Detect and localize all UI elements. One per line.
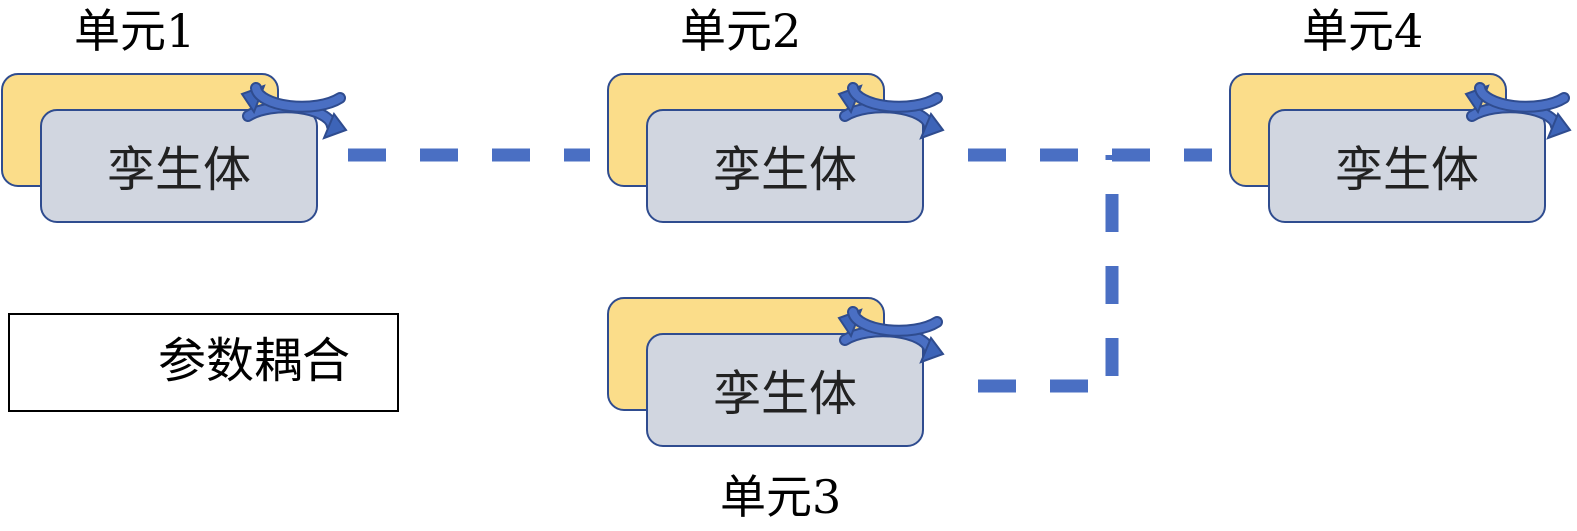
unit-label-3: 单元3	[720, 470, 842, 524]
twin-label: 孪生体	[713, 142, 857, 198]
twin-front-card	[646, 109, 924, 223]
unit-label-2: 单元2	[680, 4, 802, 58]
twin-label: 孪生体	[1335, 142, 1479, 198]
unit-label-1: 单元1	[74, 4, 196, 58]
twin-front-card	[1268, 109, 1546, 223]
legend: 参数耦合	[8, 313, 399, 412]
twin-label: 孪生体	[713, 366, 857, 422]
twin-unit-4: 孪生体	[1229, 73, 1570, 223]
twin-unit-1: 孪生体	[1, 73, 346, 223]
twin-unit-2: 孪生体	[607, 73, 943, 223]
twin-front-card	[40, 109, 318, 223]
twin-front-card	[646, 333, 924, 447]
legend-label: 参数耦合	[158, 333, 351, 389]
twin-label: 孪生体	[107, 142, 251, 198]
coupling-connections	[348, 148, 1212, 393]
unit-label-4: 单元4	[1302, 4, 1424, 58]
twin-unit-3: 孪生体	[607, 297, 943, 447]
coupling-line-3-junction	[978, 155, 1119, 393]
